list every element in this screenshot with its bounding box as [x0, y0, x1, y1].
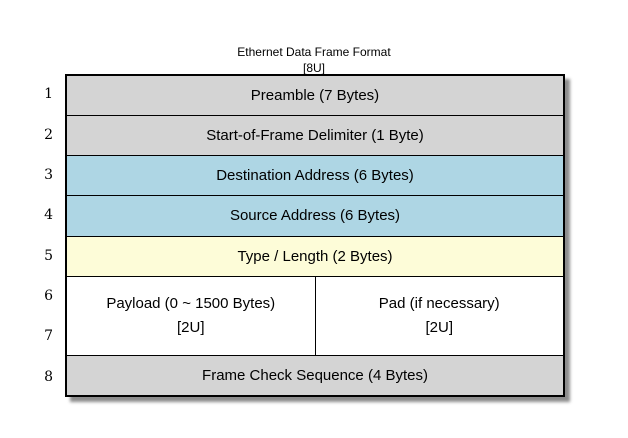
table-row-payload-pad: Payload (0 ~ 1500 Bytes) [2U] Pad (if ne… [67, 275, 564, 355]
field-label: Source Address (6 Bytes) [229, 207, 401, 225]
table-row-source-address: Source Address (6 Bytes) [67, 195, 563, 236]
frame-field-cell-pad: Pad (if necessary) [2U] [314, 276, 564, 355]
frame-field-cell: Preamble (7 Bytes) [67, 76, 563, 115]
table-row-sfd: Start-of-Frame Delimiter (1 Byte) [67, 115, 563, 156]
row-number: 8 [44, 368, 53, 385]
diagram-title: Ethernet Data Frame Format [237, 45, 391, 59]
frame-table: Preamble (7 Bytes) Start-of-Frame Delimi… [65, 74, 565, 397]
field-label: Preamble (7 Bytes) [250, 87, 380, 105]
field-label: Frame Check Sequence (4 Bytes) [202, 366, 428, 384]
row-number: 5 [44, 247, 53, 264]
field-tag: [2U] [425, 319, 453, 337]
field-label: Start-of-Frame Delimiter (1 Byte) [206, 127, 424, 145]
field-label: Payload (0 ~ 1500 Bytes) [106, 295, 276, 313]
table-row-frame-check-sequence: Frame Check Sequence (4 Bytes) [67, 354, 563, 395]
field-label: Type / Length (2 Bytes) [237, 247, 393, 265]
frame-field-cell: Frame Check Sequence (4 Bytes) [67, 356, 563, 395]
row-number: 3 [44, 166, 53, 183]
frame-field-cell: Destination Address (6 Bytes) [67, 156, 563, 195]
frame-field-cell-payload: Payload (0 ~ 1500 Bytes) [2U] [67, 277, 315, 355]
table-row-type-length: Type / Length (2 Bytes) [67, 235, 563, 276]
field-tag: [2U] [176, 319, 205, 337]
row-number: 6 [44, 288, 53, 305]
row-number: 4 [44, 207, 53, 224]
table-row-destination-address: Destination Address (6 Bytes) [67, 155, 563, 196]
diagram-subtitle: [8U] [302, 61, 325, 75]
frame-field-cell: Start-of-Frame Delimiter (1 Byte) [67, 116, 563, 155]
field-label: Destination Address (6 Bytes) [216, 167, 414, 185]
row-number-column: 1 2 3 4 5 6 7 8 [0, 74, 53, 397]
frame-field-cell: Source Address (6 Bytes) [67, 196, 563, 235]
field-label: Pad (if necessary) [378, 295, 500, 313]
row-number: 2 [44, 126, 53, 143]
row-number: 7 [44, 328, 53, 345]
table-row-preamble: Preamble (7 Bytes) [67, 76, 563, 116]
frame-field-cell: Type / Length (2 Bytes) [67, 237, 563, 276]
diagram-title-block: Ethernet Data Frame Format [8U] [0, 44, 628, 76]
row-number: 1 [44, 86, 53, 103]
